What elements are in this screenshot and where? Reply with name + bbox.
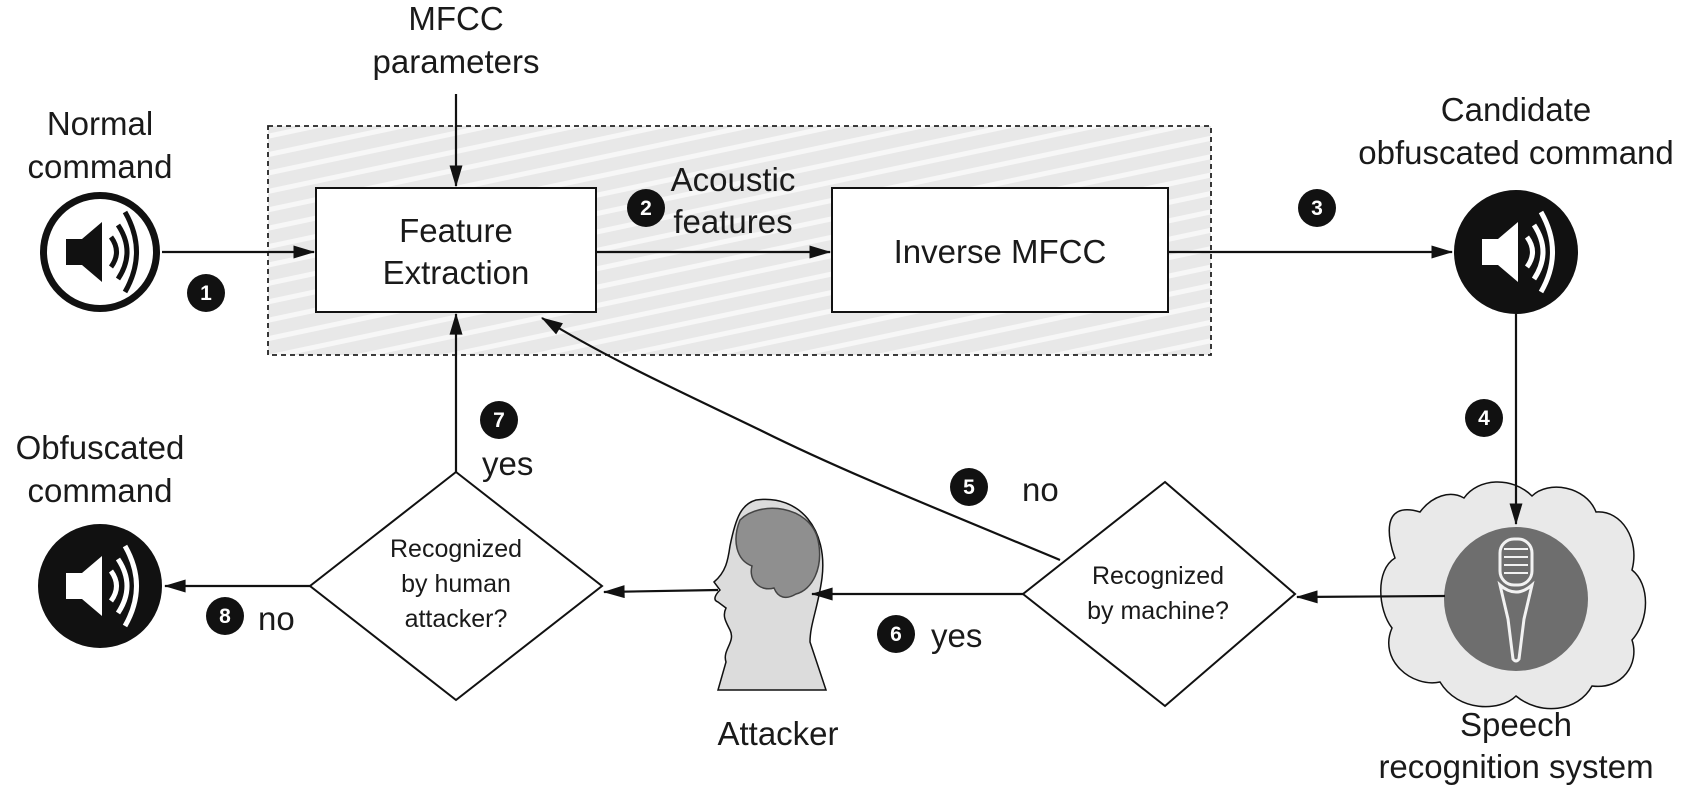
decision-human-line-3: attacker? [405, 605, 508, 633]
step-marker-8: 8 [206, 597, 244, 635]
svg-text:4: 4 [1478, 407, 1490, 430]
edge-machine-no-to-extraction [541, 317, 1061, 562]
candidate-label-2: obfuscated command [1358, 134, 1674, 171]
candidate-speaker-icon [1454, 190, 1578, 314]
inverse-mfcc-label: Inverse MFCC [894, 233, 1107, 270]
svg-text:5: 5 [963, 476, 975, 499]
normal-command-label-1: Normal [47, 105, 153, 142]
step-marker-5: 5 [950, 468, 988, 506]
svg-text:8: 8 [219, 605, 231, 628]
inverse-mfcc-box: Inverse MFCC [831, 187, 1169, 313]
feature-extraction-box: Feature Extraction [315, 187, 597, 313]
step-marker-3: 3 [1298, 189, 1336, 227]
decision-machine: Recognized by machine? [1021, 480, 1297, 708]
normal-command-speaker-icon [40, 192, 160, 312]
decision-human-line-2: by human [401, 570, 511, 598]
edge-speech-to-machine [1295, 590, 1446, 604]
svg-text:7: 7 [493, 409, 505, 432]
acoustic-features-label-2: features [673, 203, 792, 240]
svg-text:3: 3 [1311, 197, 1323, 220]
step-marker-2: 2 [627, 189, 665, 227]
step-marker-7: 7 [480, 401, 518, 439]
microphone-icon [1444, 527, 1588, 671]
step-marker-4: 4 [1465, 399, 1503, 437]
decision-human: Recognized by human attacker? [308, 470, 604, 702]
svg-text:6: 6 [890, 623, 902, 646]
obfuscated-label-2: command [28, 472, 173, 509]
edge-label-yes-human: yes [482, 445, 533, 482]
step-marker-1: 1 [187, 274, 225, 312]
feature-extraction-label-2: Extraction [383, 254, 530, 291]
obfuscated-label-1: Obfuscated [16, 429, 185, 466]
edge-label-no-machine: no [1022, 471, 1059, 508]
human-head-icon [712, 498, 828, 691]
decision-machine-line-2: by machine? [1087, 597, 1229, 625]
decision-human-line-1: Recognized [390, 535, 522, 563]
decision-machine-line-1: Recognized [1092, 562, 1224, 590]
speech-recognition-cloud [1380, 481, 1647, 710]
edge-attacker-to-human [602, 585, 719, 599]
speech-system-label-2: recognition system [1378, 748, 1653, 785]
speech-system-label-1: Speech [1460, 706, 1572, 743]
svg-text:2: 2 [640, 197, 652, 220]
attacker-label: Attacker [717, 715, 838, 752]
svg-text:1: 1 [200, 282, 212, 305]
mfcc-params-label-1: MFCC [408, 0, 503, 37]
mfcc-params-label-2: parameters [373, 43, 540, 80]
obfuscated-speaker-icon [38, 524, 162, 648]
edge-label-yes-machine: yes [931, 617, 982, 654]
step-marker-6: 6 [877, 615, 915, 653]
edge-label-no-human: no [258, 600, 295, 637]
acoustic-features-label-1: Acoustic [671, 161, 796, 198]
normal-command-label-2: command [28, 148, 173, 185]
feature-extraction-label-1: Feature [399, 212, 513, 249]
candidate-label-1: Candidate [1441, 91, 1591, 128]
